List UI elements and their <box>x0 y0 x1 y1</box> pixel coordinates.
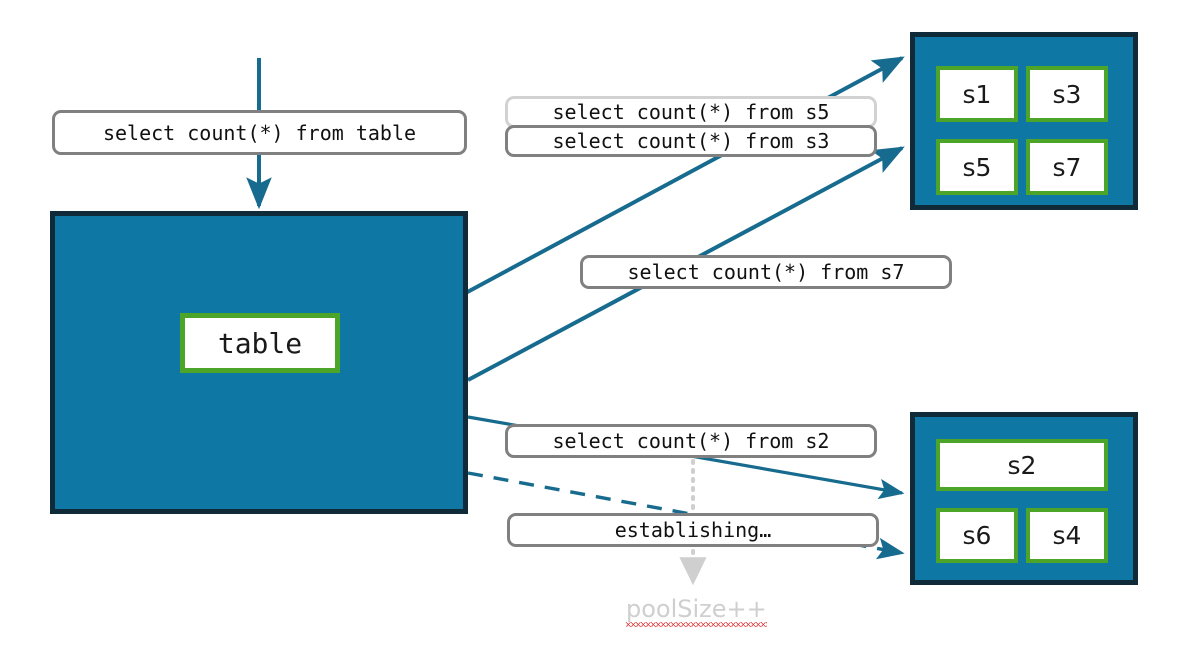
query-label-table[interactable]: select count(*) from table <box>52 110 467 155</box>
poolsize-increment-label: poolSize++ <box>626 595 767 623</box>
query-label-s3[interactable]: select count(*) from s3 <box>505 125 877 157</box>
table-node[interactable]: table <box>180 313 340 373</box>
shard-node-s5[interactable]: s5 <box>936 139 1018 195</box>
status-label-establishing[interactable]: establishing… <box>507 513 879 547</box>
shard-node-s6[interactable]: s6 <box>936 508 1018 563</box>
shard-node-s2[interactable]: s2 <box>936 439 1108 491</box>
shard-node-s4[interactable]: s4 <box>1026 508 1108 563</box>
query-label-s2[interactable]: select count(*) from s2 <box>505 424 877 458</box>
query-label-s7[interactable]: select count(*) from s7 <box>580 255 952 289</box>
spellcheck-underline-icon <box>626 622 767 627</box>
shard-node-s7[interactable]: s7 <box>1026 139 1108 195</box>
shard-node-s3[interactable]: s3 <box>1026 66 1108 122</box>
poolsize-increment-text: poolSize++ <box>626 595 767 627</box>
query-label-s5[interactable]: select count(*) from s5 <box>505 96 877 128</box>
shard-node-s1[interactable]: s1 <box>936 66 1018 122</box>
